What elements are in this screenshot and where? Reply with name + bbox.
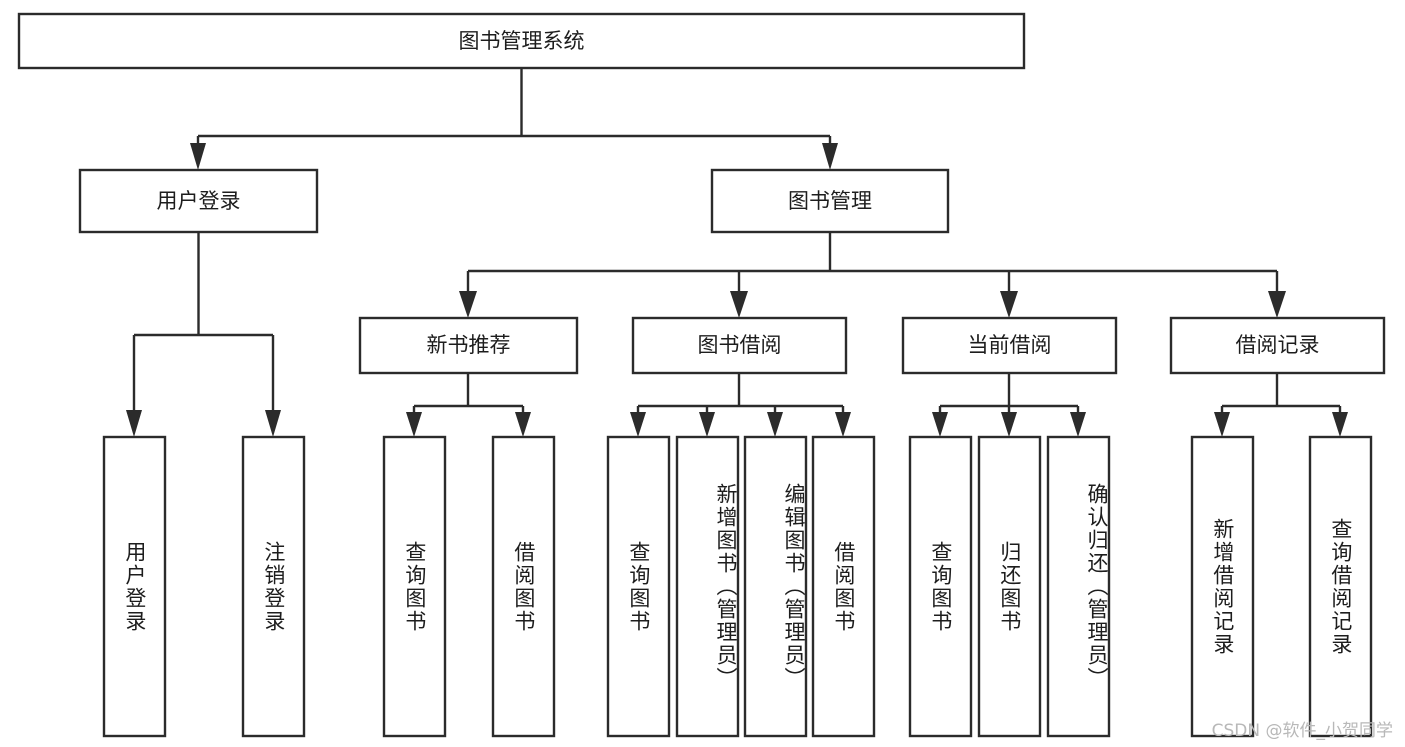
arrow-head-bookborrow-leaf-2 xyxy=(699,412,715,437)
node-leaf-borrow-book-rec[interactable] xyxy=(491,435,556,738)
node-leaf-logout[interactable] xyxy=(241,435,306,738)
arrow-head-bookborrow-leaf-4 xyxy=(835,412,851,437)
arrow-head-borrow-record xyxy=(1268,291,1286,318)
node-root-label: 图书管理系统 xyxy=(459,29,585,53)
arrow-head-bookborrow-leaf-1 xyxy=(630,412,646,437)
connector-layer xyxy=(126,68,1348,437)
arrow-head-currentborrow-leaf-3 xyxy=(1070,412,1086,437)
arrow-head-newbook-leaf-1 xyxy=(406,412,422,437)
arrow-head-newbook-leaf-2 xyxy=(515,412,531,437)
node-leaf-edit-book-admin[interactable] xyxy=(743,435,808,738)
node-leaf-query-book-rec[interactable] xyxy=(382,435,447,738)
arrow-head-currentborrow-leaf-2 xyxy=(1001,412,1017,437)
node-root[interactable] xyxy=(17,12,1026,70)
arrow-head-user-login xyxy=(190,143,206,170)
node-book-borrow[interactable] xyxy=(631,316,848,375)
arrow-head-current-borrow xyxy=(1000,291,1018,318)
node-book-manage-label: 图书管理 xyxy=(788,189,872,213)
node-leaf-query-borrow-record[interactable] xyxy=(1308,435,1373,738)
arrow-head-currentborrow-leaf-1 xyxy=(932,412,948,437)
node-leaf-add-book-admin[interactable] xyxy=(675,435,740,738)
arrow-head-leaf-user-login xyxy=(126,410,142,437)
arrow-head-leaf-logout xyxy=(265,410,281,437)
node-user-login[interactable] xyxy=(78,168,319,234)
node-current-borrow[interactable] xyxy=(901,316,1118,375)
node-leaf-user-login[interactable] xyxy=(102,435,167,738)
node-book-borrow-label: 图书借阅 xyxy=(698,333,782,357)
node-borrow-record-label: 借阅记录 xyxy=(1236,333,1320,357)
arrow-head-borrowrecord-leaf-2 xyxy=(1332,412,1348,437)
node-borrow-record[interactable] xyxy=(1169,316,1386,375)
arrow-head-book-borrow xyxy=(730,291,748,318)
node-leaf-query-book-current[interactable] xyxy=(908,435,973,738)
node-current-borrow-label: 当前借阅 xyxy=(968,333,1052,357)
arrow-head-bookborrow-leaf-3 xyxy=(767,412,783,437)
arrow-head-book-manage xyxy=(822,143,838,170)
node-leaf-return-book[interactable] xyxy=(977,435,1042,738)
csdn-watermark: CSDN @软件_小贺同学 xyxy=(1211,721,1393,741)
node-new-book-recommend-label: 新书推荐 xyxy=(427,333,511,357)
arrow-head-new-book xyxy=(459,291,477,318)
node-leaf-add-borrow-record[interactable] xyxy=(1190,435,1255,738)
node-leaf-borrow-book[interactable] xyxy=(811,435,876,738)
node-new-book-recommend[interactable] xyxy=(358,316,579,375)
node-leaf-query-book-borrow[interactable] xyxy=(606,435,671,738)
arrow-head-borrowrecord-leaf-1 xyxy=(1214,412,1230,437)
node-user-login-label: 用户登录 xyxy=(157,189,241,213)
node-leaf-confirm-return-admin[interactable] xyxy=(1046,435,1111,738)
node-layer: 图书管理系统 用户登录 图书管理 新书推荐 图书借阅 当前借阅 借阅记录 xyxy=(17,12,1386,738)
node-book-manage[interactable] xyxy=(710,168,950,234)
